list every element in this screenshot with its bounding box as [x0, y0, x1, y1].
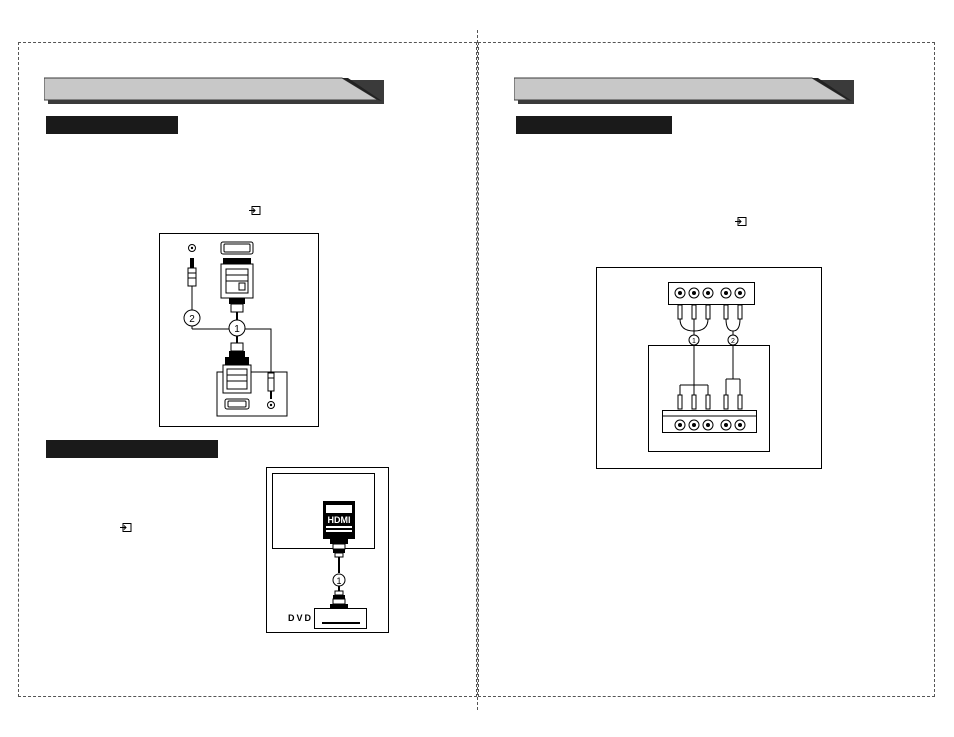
diagram2-callout-1: 1 — [336, 576, 341, 586]
input-source-icon — [120, 523, 132, 532]
vga-audio-connection-diagram: 2 1 — [159, 233, 319, 427]
diagram1-callout-1: 1 — [234, 324, 240, 335]
right-diagram-callout-1: 1 — [692, 338, 696, 345]
dvd-label: DVD — [288, 613, 314, 623]
center-fold-line — [477, 30, 478, 710]
left-section1-bar — [46, 116, 178, 134]
left-page-frame — [18, 42, 477, 697]
right-page-frame — [478, 42, 935, 697]
hdmi-connection-diagram: HDMI 1 — [266, 467, 389, 633]
right-section1-bar — [516, 116, 672, 134]
left-section2-bar — [46, 440, 218, 458]
left-header-banner — [44, 77, 384, 104]
component-av-connection-diagram: 1 2 — [596, 267, 822, 469]
right-diagram-callout-2: 2 — [731, 338, 735, 345]
input-source-icon — [249, 206, 261, 215]
right-header-banner — [514, 77, 854, 104]
input-source-icon — [735, 217, 747, 226]
hdmi-label: HDMI — [328, 515, 351, 525]
diagram1-callout-2: 2 — [189, 314, 195, 325]
